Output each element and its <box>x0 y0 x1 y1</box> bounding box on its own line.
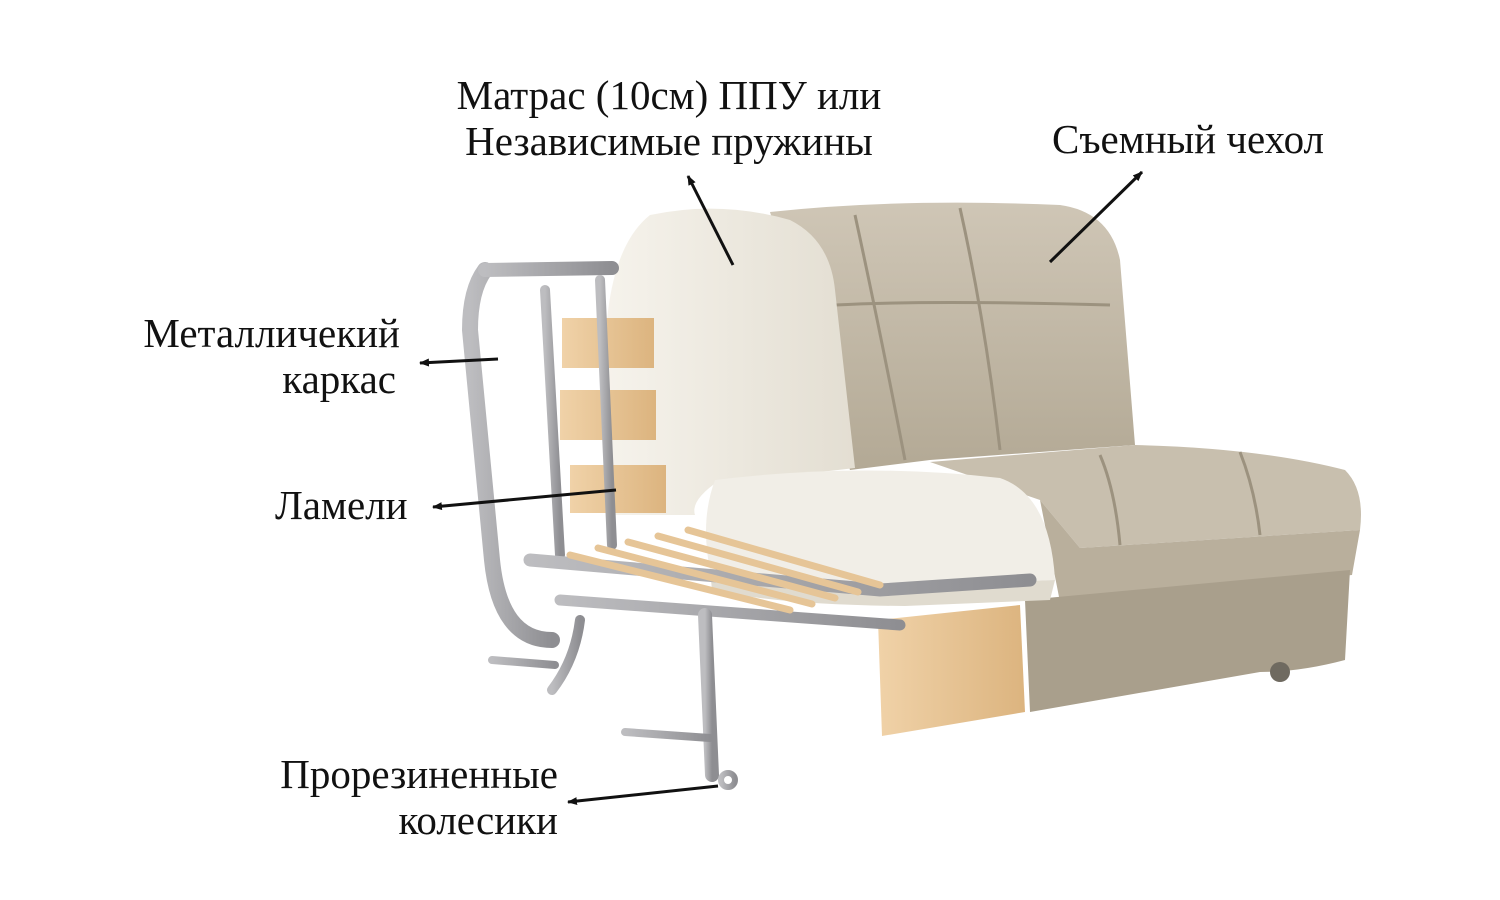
slats-arrow <box>432 488 617 511</box>
wheels-label-line2: колесики <box>398 797 558 843</box>
wheels-label-line1: Прорезиненные <box>280 751 558 797</box>
mattress-label-line1: Матрас (10см) ППУ или <box>456 72 882 118</box>
frame-label-line2: каркас <box>282 356 396 402</box>
foam-back <box>603 208 855 516</box>
frame-label: Металличекий каркас <box>100 310 400 402</box>
seat-slat <box>654 532 862 596</box>
foam-seat <box>706 470 1055 587</box>
seat-slat <box>684 526 884 589</box>
wheels-arrow <box>567 784 719 806</box>
mattress-label-line2: Независимые пружины <box>465 118 873 164</box>
rear-wheel <box>1270 662 1290 682</box>
base-box <box>1025 570 1350 712</box>
wood-panel <box>878 605 1025 736</box>
seat-cover-top <box>930 445 1361 548</box>
mattress-label: Матрас (10см) ППУ или Независимые пружин… <box>430 72 908 164</box>
frame-arrow <box>419 357 499 367</box>
back-slat <box>570 465 666 513</box>
backrest-cover <box>770 202 1135 470</box>
callout-arrows <box>419 170 1144 806</box>
frame-label-line1: Металличекий <box>143 310 400 356</box>
upholstered-body <box>770 202 1361 712</box>
wheels-label: Прорезиненные колесики <box>240 751 558 843</box>
seat-slat <box>624 538 839 602</box>
metal-frame <box>461 261 1037 790</box>
seat-slat <box>594 544 816 608</box>
cover-label: Съемный чехол <box>1052 116 1325 162</box>
cover-arrow <box>1048 170 1144 264</box>
seat-slat <box>566 551 794 614</box>
slats-label: Ламели <box>275 482 408 528</box>
mattress-arrow <box>686 175 735 266</box>
seat-slats <box>566 526 884 614</box>
